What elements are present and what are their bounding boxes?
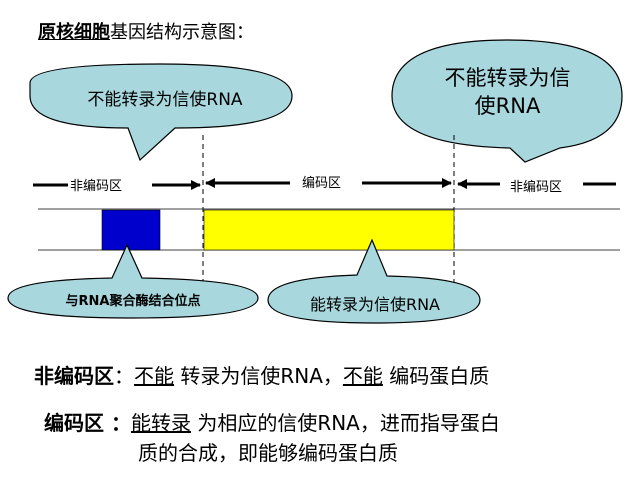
region-label-left: 非编码区 bbox=[70, 179, 123, 194]
bubble-top-right-text-line2: 使RNA bbox=[474, 94, 541, 118]
noncoding-part3: 不能 bbox=[342, 364, 383, 388]
title-bold: 原核细胞 bbox=[38, 22, 110, 43]
noncoding-part4: 编码蛋白质 bbox=[382, 364, 490, 388]
coding-block bbox=[203, 209, 455, 251]
bubble-bottom-left bbox=[7, 243, 259, 319]
region-label-middle: 编码区 bbox=[302, 176, 342, 191]
definition-noncoding: 非编码区：不能 转录为信使RNA，不能 编码蛋白质 bbox=[34, 360, 489, 389]
bubble-bottom-mid bbox=[267, 238, 481, 324]
definition-coding: 编码区 ：能转录 为相应的信使RNA，进而指导蛋白 bbox=[44, 407, 500, 436]
noncoding-term: 非编码区 bbox=[34, 364, 114, 388]
promoter-block bbox=[101, 209, 161, 251]
coding-part1: 能转录 bbox=[130, 411, 191, 435]
noncoding-part2: 转录为信使RNA， bbox=[174, 364, 343, 388]
bubble-top-right-text-line1: 不能转录为信 bbox=[444, 66, 571, 90]
title-rest: 基因结构示意图： bbox=[110, 22, 254, 43]
noncoding-part1: 不能 bbox=[134, 364, 174, 388]
noncoding-colon: ： bbox=[114, 364, 134, 388]
bubble-top-left bbox=[29, 63, 293, 162]
coding-term: 编码区 ： bbox=[44, 411, 131, 435]
coding-part2: 为相应的信使RNA，进而指导蛋白 bbox=[190, 411, 500, 435]
bubble-top-right bbox=[391, 39, 623, 163]
region-label-right: 非编码区 bbox=[510, 180, 563, 195]
bubble-bottom-left-text: 与RNA聚合酶结合位点 bbox=[65, 294, 201, 309]
bubble-top-left-text: 不能转录为信使RNA bbox=[87, 90, 243, 110]
page-title: 原核细胞基因结构示意图： bbox=[38, 18, 254, 44]
definition-coding-line2: 质的合成，即能够编码蛋白质 bbox=[138, 441, 398, 465]
bubble-bottom-mid-text: 能转录为信使RNA bbox=[309, 295, 441, 314]
